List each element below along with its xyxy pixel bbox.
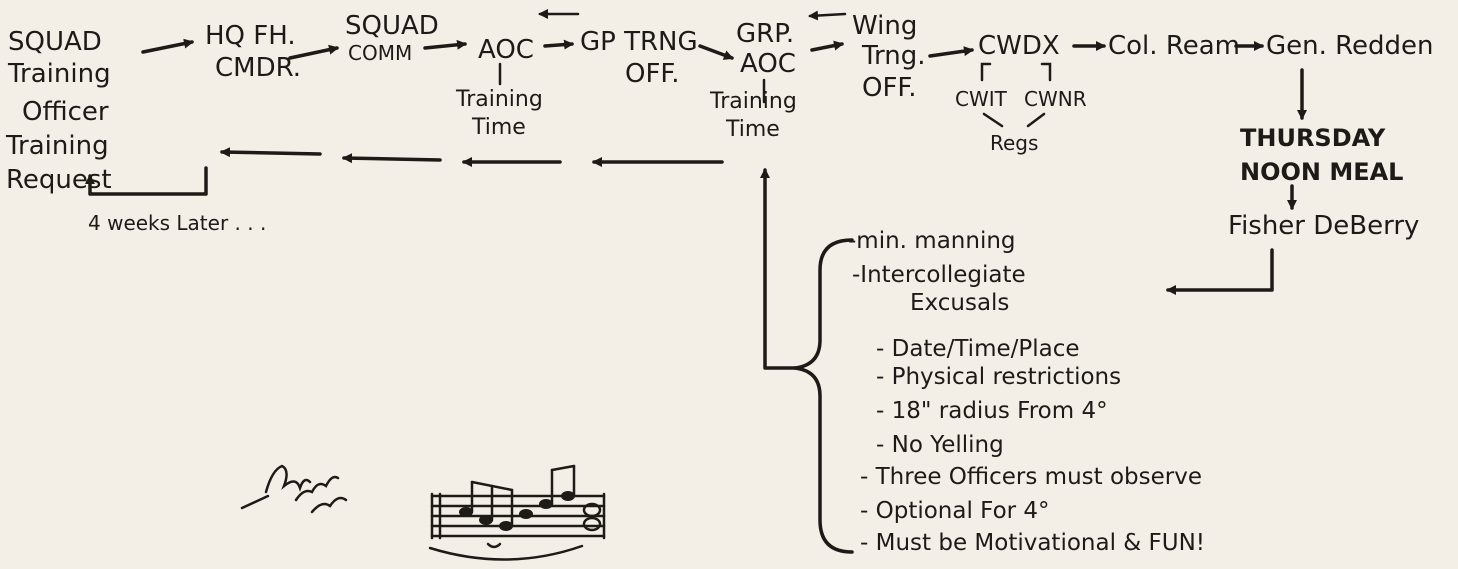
- return-arrow: [344, 158, 440, 160]
- thursday-line: NOON MEAL: [1240, 158, 1403, 186]
- node-line: AOC: [478, 35, 534, 65]
- cwdx-sub-label: CWIT: [955, 87, 1008, 111]
- connector: [984, 114, 1002, 126]
- aoc-note-line: Training: [455, 87, 543, 112]
- loop-label: 4 weeks Later . . .: [88, 211, 266, 235]
- node-line: CWDX: [978, 31, 1060, 61]
- fisher-deberry-label: Fisher DeBerry: [1228, 211, 1419, 241]
- node-line: GRP.: [736, 19, 794, 49]
- flow-arrow: [700, 46, 732, 58]
- restriction-item: -Intercollegiate: [852, 262, 1026, 288]
- node-line: OFF.: [625, 59, 679, 89]
- restriction-item: - Date/Time/Place: [876, 336, 1080, 362]
- flow-arrow: [143, 42, 192, 52]
- node-line: SQUAD: [345, 11, 439, 41]
- node-line: CMDR.: [215, 53, 301, 83]
- node-col-ream: Col. Ream: [1108, 31, 1240, 61]
- flow-arrow: [545, 44, 572, 46]
- aoc-note-line: Time: [471, 115, 526, 140]
- signature-doodle: [242, 466, 346, 512]
- node-line: Trng.: [861, 41, 926, 71]
- node-line: GP TRNG: [580, 27, 698, 57]
- node-line: Training: [7, 59, 111, 89]
- node-cwdx: CWDX CWIT CWNR Regs: [955, 31, 1087, 155]
- thursday-line: THURSDAY: [1240, 124, 1386, 152]
- return-up-arrow: [765, 170, 795, 368]
- node-squad-training-officer: SQUAD Training Officer Training Request: [5, 27, 112, 195]
- return-arrow: [222, 152, 320, 154]
- node-line: HQ FH.: [205, 21, 296, 51]
- restriction-item: - Optional For 4°: [860, 498, 1050, 524]
- node-line: OFF.: [862, 73, 916, 103]
- cwdx-regs-label: Regs: [990, 131, 1038, 155]
- node-aoc: AOC Training Time: [455, 35, 543, 140]
- connector: [1028, 114, 1044, 126]
- node-squad-comm: SQUAD COMM: [345, 11, 439, 65]
- restriction-item: - No Yelling: [876, 432, 1004, 458]
- grp-aoc-note-line: Time: [725, 117, 780, 142]
- restriction-item: Excusals: [910, 290, 1009, 316]
- cwdx-bracket-right: [1042, 64, 1050, 80]
- return-arrow: [810, 14, 845, 16]
- thursday-noon-meal: THURSDAY NOON MEAL: [1240, 124, 1403, 186]
- node-line: COMM: [348, 41, 412, 65]
- music-staff-doodle: [430, 466, 604, 560]
- grp-aoc-note-line: Training: [709, 89, 797, 114]
- flow-arrow: [930, 50, 972, 56]
- node-line: SQUAD: [8, 27, 102, 57]
- node-line: Gen. Redden: [1266, 31, 1434, 61]
- restrictions-list: -min. manning -Intercollegiate Excusals …: [848, 228, 1205, 556]
- flow-arrow: [425, 44, 465, 48]
- flow-arrow: [812, 44, 842, 50]
- node-gp-trng-off: GP TRNG OFF.: [580, 27, 698, 89]
- restrictions-brace: [795, 240, 852, 552]
- node-line: AOC: [740, 49, 796, 79]
- restriction-item: - Three Officers must observe: [860, 464, 1202, 490]
- node-line: Officer: [22, 97, 109, 127]
- node-hq-fh-cmdr: HQ FH. CMDR.: [205, 21, 301, 83]
- feedback-arrow: [1168, 250, 1272, 290]
- restriction-item: - Physical restrictions: [876, 364, 1121, 390]
- cwdx-bracket-left: [982, 64, 990, 80]
- training-request-line: Training: [5, 131, 109, 161]
- node-gen-redden: Gen. Redden: [1266, 31, 1434, 61]
- node-wing-trng-off: Wing Trng. OFF.: [852, 11, 926, 103]
- node-line: Wing: [852, 11, 917, 41]
- node-line: Col. Ream: [1108, 31, 1240, 61]
- restriction-item: - Must be Motivational & FUN!: [860, 530, 1205, 556]
- restriction-item: -min. manning: [848, 228, 1016, 254]
- training-request-line: Request: [6, 165, 112, 195]
- restriction-item: - 18" radius From 4°: [876, 398, 1108, 424]
- cwdx-sub-label: CWNR: [1024, 87, 1087, 111]
- node-grp-aoc: GRP. AOC Training Time: [709, 19, 797, 142]
